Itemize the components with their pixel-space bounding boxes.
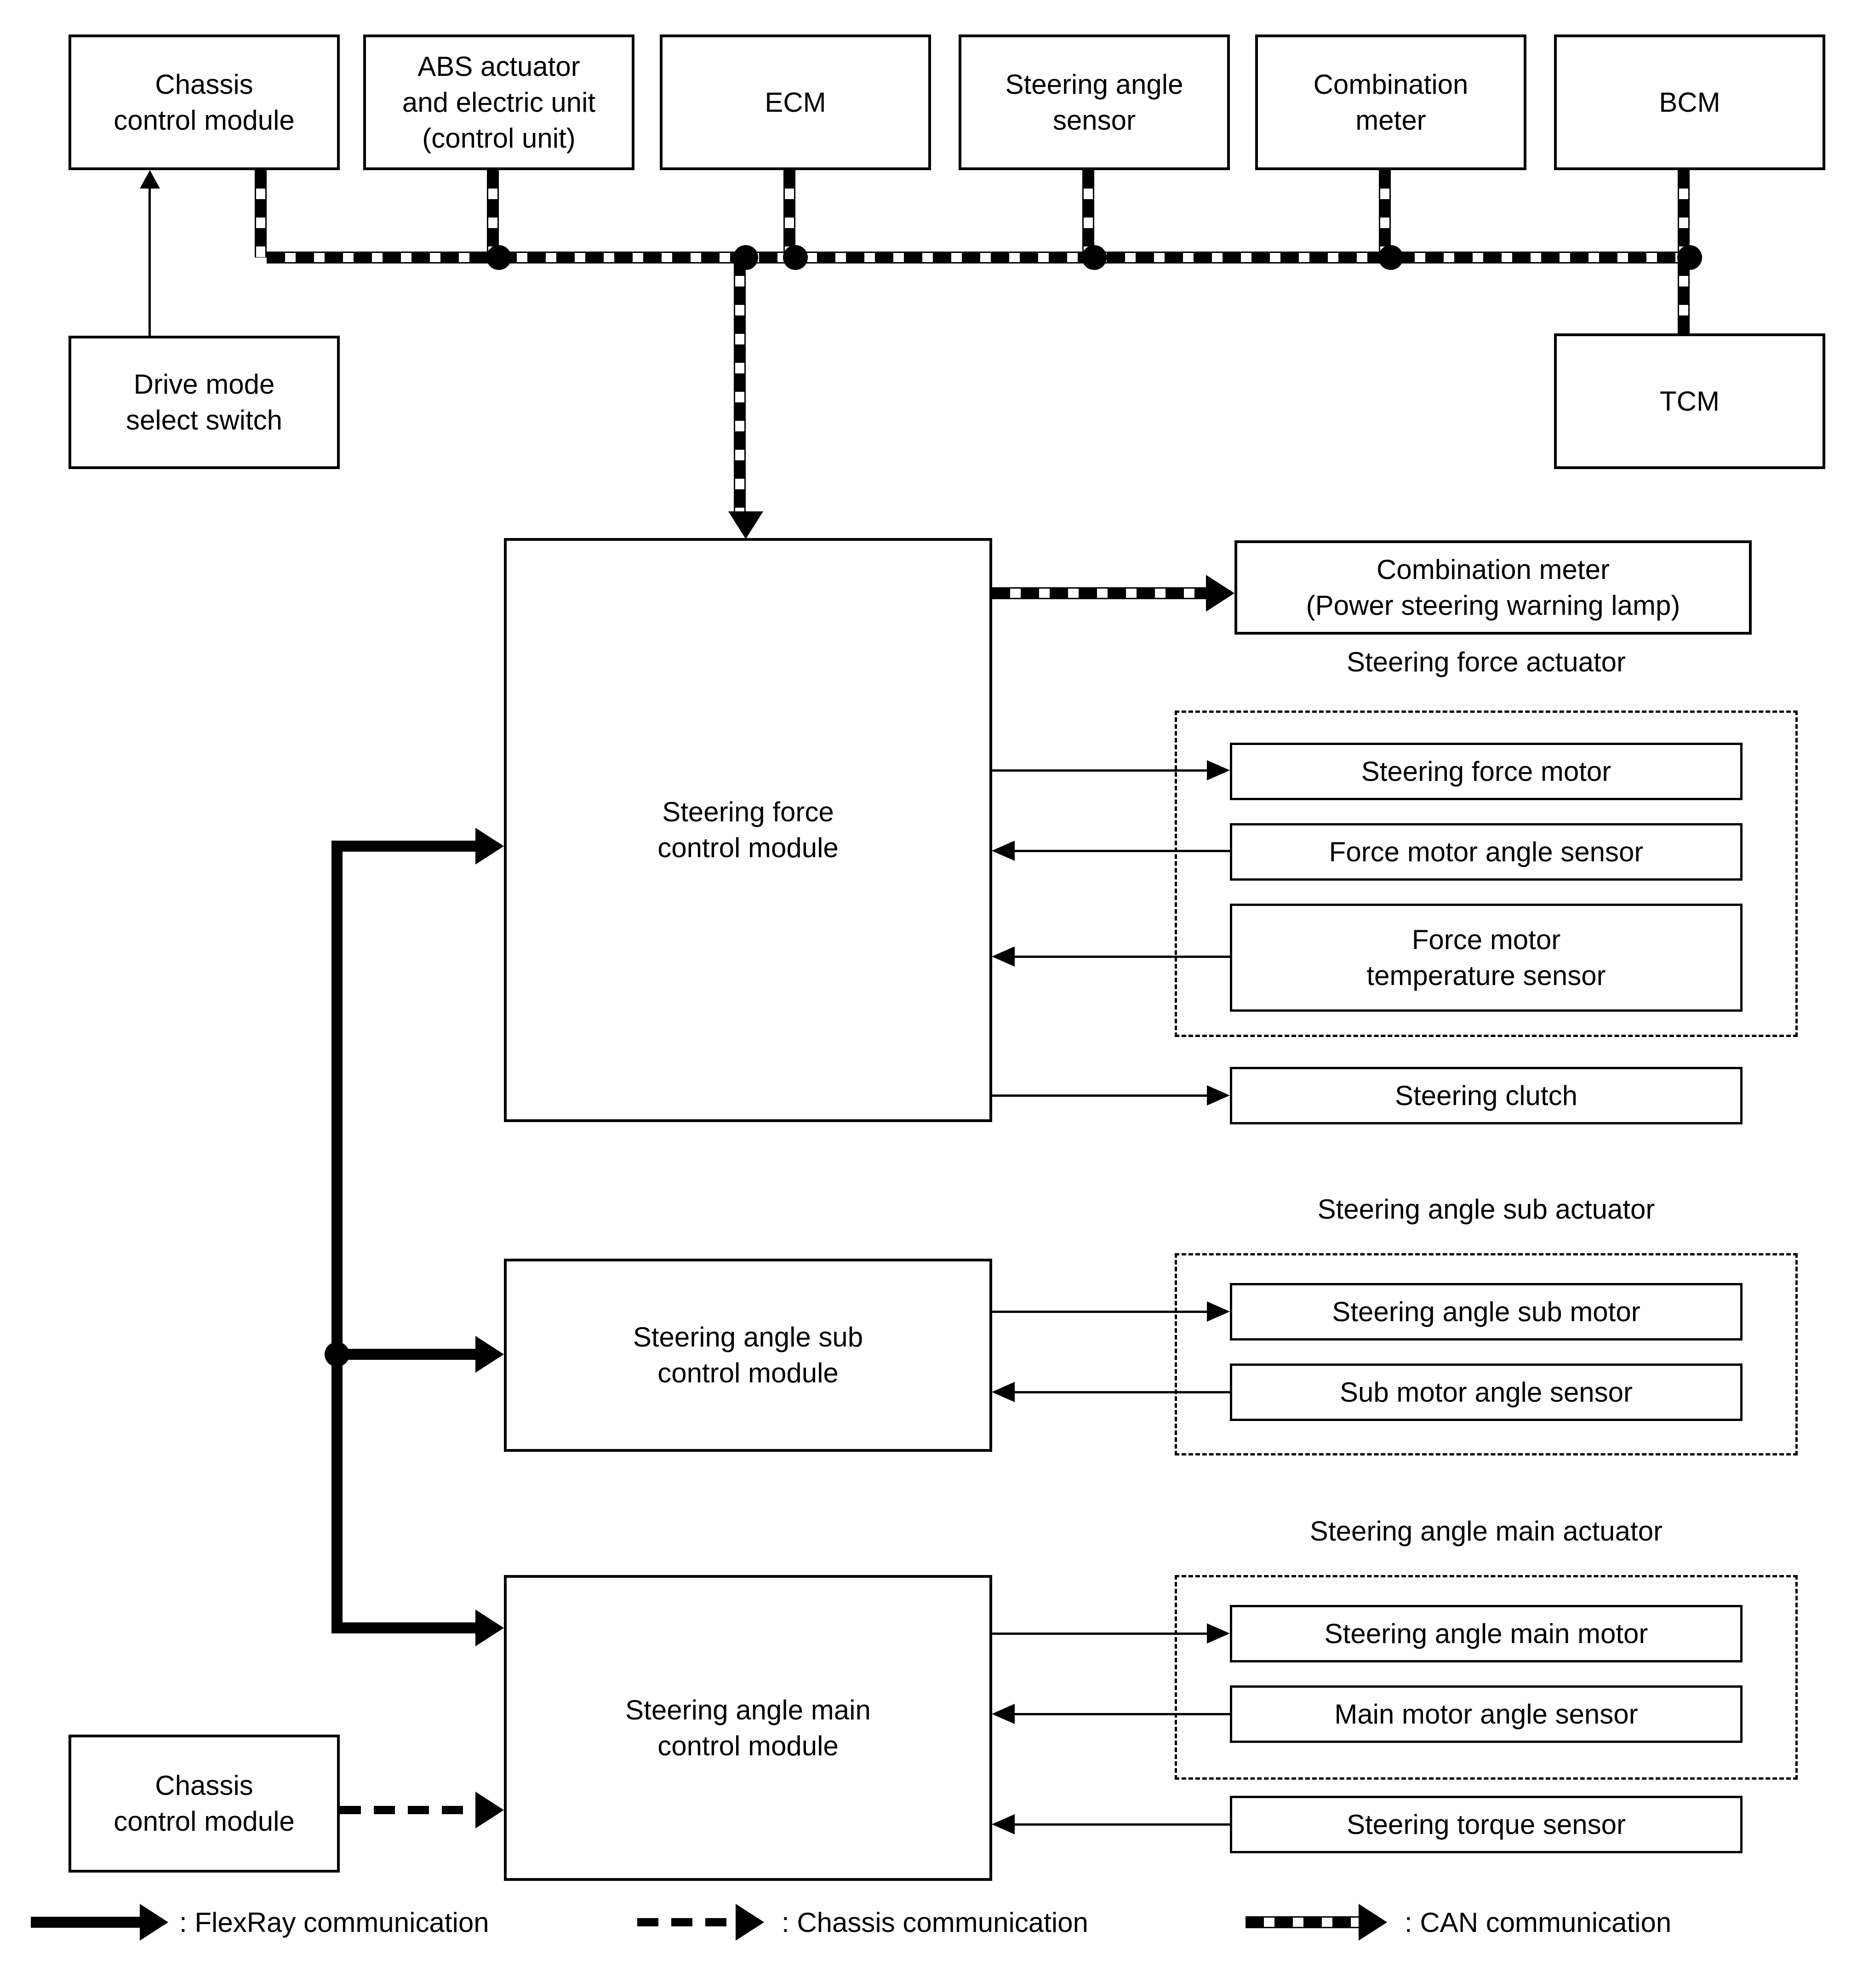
legend-can-label: : CAN communication [1405, 1907, 1672, 1938]
arrow-from-main-motor-angle-sensor-line [1015, 1713, 1230, 1715]
chassis-comm-arrow-head-icon [475, 1792, 504, 1828]
node-steering-angle-main-motor: Steering angle main motor [1230, 1605, 1743, 1662]
junction-dot-bcm [1677, 245, 1702, 270]
group-steering-force-actuator [1175, 710, 1798, 1037]
node-abs-actuator: ABS actuator and electric unit (control … [363, 34, 634, 170]
junction-dot-flexray [325, 1342, 349, 1367]
node-steering-force-motor: Steering force motor [1230, 743, 1743, 800]
junction-dot-combination-meter [1378, 245, 1403, 270]
arrow-to-steering-clutch-head-icon [1207, 1085, 1230, 1106]
node-steering-angle-sub-control-module: Steering angle sub control module [504, 1259, 992, 1452]
can-stub-ecm [783, 170, 795, 258]
can-bus-line [267, 252, 1696, 264]
junction-dot-steering-angle-sensor [1082, 245, 1107, 270]
can-warning-line [992, 587, 1208, 599]
arrow-from-main-motor-angle-sensor-head-icon [992, 1704, 1015, 1724]
arrow-from-force-motor-angle-sensor-head-icon [992, 841, 1015, 861]
legend-flexray-line [31, 1917, 146, 1928]
arrow-from-sub-motor-angle-sensor-line [1015, 1391, 1230, 1393]
arrow-drive-mode-line [149, 184, 151, 336]
arrow-to-steering-force-motor-line [992, 769, 1208, 772]
arrow-to-steering-clutch-line [992, 1094, 1208, 1097]
node-tcm: TCM [1554, 333, 1825, 469]
legend-can-line [1246, 1916, 1365, 1928]
legend-chassis-label: : Chassis communication [782, 1907, 1088, 1938]
can-stub-tcm [1678, 258, 1690, 333]
legend-flexray-arrowhead-icon [140, 1904, 168, 1941]
legend-flexray-label: : FlexRay communication [179, 1907, 489, 1938]
arrow-to-steering-angle-main-motor-head-icon [1207, 1623, 1230, 1644]
flexray-arrow-sub-line [337, 1349, 480, 1360]
arrow-to-steering-angle-sub-motor-head-icon [1207, 1301, 1230, 1322]
node-drive-mode-select-switch: Drive mode select switch [69, 336, 340, 469]
flexray-arrow-force-arrowhead-icon [475, 828, 504, 865]
arrow-from-steering-torque-sensor-head-icon [992, 1814, 1015, 1834]
node-force-motor-temperature-sensor: Force motor temperature sensor [1230, 904, 1743, 1012]
flexray-trunk-line [331, 841, 343, 1633]
legend-can-arrowhead-icon [1359, 1904, 1387, 1941]
node-force-motor-angle-sensor: Force motor angle sensor [1230, 823, 1743, 881]
can-stub-combination-meter [1379, 170, 1391, 258]
group-steering-angle-sub-actuator [1175, 1253, 1798, 1455]
arrow-to-steering-angle-sub-motor-line [992, 1311, 1208, 1313]
arrow-from-force-motor-temperature-sensor-head-icon [992, 946, 1015, 967]
can-stub-abs [487, 170, 499, 258]
node-bcm: BCM [1554, 34, 1825, 170]
node-main-motor-angle-sensor: Main motor angle sensor [1230, 1685, 1743, 1743]
node-steering-torque-sensor: Steering torque sensor [1230, 1796, 1743, 1853]
label-steering-force-actuator: Steering force actuator [1346, 647, 1626, 677]
can-drop-arrowhead-icon [728, 511, 763, 539]
flexray-arrow-main-line [337, 1622, 480, 1633]
junction-dot-abs [486, 245, 511, 270]
node-steering-clutch: Steering clutch [1230, 1067, 1743, 1124]
junction-dot-ecm [783, 245, 808, 270]
arrow-from-force-motor-angle-sensor-line [1015, 850, 1230, 852]
label-steering-angle-main-actuator: Steering angle main actuator [1309, 1516, 1663, 1547]
chassis-comm-arrow-line [340, 1806, 478, 1814]
node-chassis-control-module-bottom: Chassis control module [69, 1735, 340, 1873]
legend-chassis-arrowhead-icon [736, 1904, 764, 1941]
junction-dot-drop [733, 245, 758, 270]
node-ecm: ECM [660, 34, 931, 170]
node-chassis-control-module-top: Chassis control module [69, 34, 340, 170]
can-stub-steering-angle-sensor [1082, 170, 1094, 258]
arrow-drive-mode-head-icon [140, 170, 160, 189]
arrow-from-sub-motor-angle-sensor-head-icon [992, 1382, 1015, 1402]
legend-chassis-line [637, 1918, 743, 1926]
node-combination-meter: Combination meter [1255, 34, 1526, 170]
label-steering-angle-sub-actuator: Steering angle sub actuator [1317, 1194, 1655, 1225]
arrow-from-force-motor-temperature-sensor-line [1015, 956, 1230, 958]
arrow-from-steering-torque-sensor-line [1015, 1823, 1230, 1826]
group-steering-angle-main-actuator [1175, 1575, 1798, 1780]
flexray-arrow-force-line [337, 841, 480, 852]
node-combination-meter-warning-lamp: Combination meter (Power steering warnin… [1234, 540, 1752, 635]
flexray-arrow-sub-arrowhead-icon [475, 1336, 504, 1373]
node-steering-angle-sensor: Steering angle sensor [959, 34, 1230, 170]
can-drop-line [734, 258, 746, 513]
node-steering-angle-main-control-module: Steering angle main control module [504, 1575, 992, 1881]
node-steering-angle-sub-motor: Steering angle sub motor [1230, 1283, 1743, 1341]
can-stub-chassis [255, 170, 267, 258]
can-stub-bcm [1678, 170, 1690, 258]
node-sub-motor-angle-sensor: Sub motor angle sensor [1230, 1364, 1743, 1421]
arrow-to-steering-angle-main-motor-line [992, 1633, 1208, 1635]
can-warning-arrowhead-icon [1206, 575, 1234, 612]
arrow-to-steering-force-motor-head-icon [1207, 760, 1230, 780]
flexray-arrow-main-arrowhead-icon [475, 1610, 504, 1646]
node-steering-force-control-module: Steering force control module [504, 538, 992, 1122]
